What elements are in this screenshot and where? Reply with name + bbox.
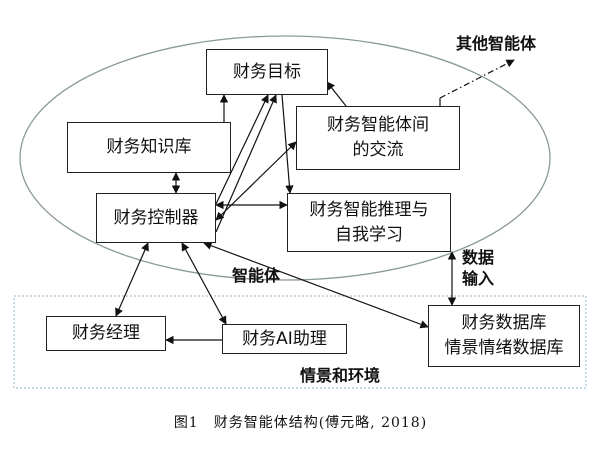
node-knowledge: 财务知识库 [67,122,231,173]
arrow-controller-manager [115,242,149,317]
arrow-controller-ai [181,242,227,325]
arrow-to-other-agents [439,59,515,99]
label-agent: 智能体 [232,266,281,285]
node-controller: 财务控制器 [96,193,216,243]
node-agent-comm: 财务智能体间 的交流 [296,106,460,170]
label-data-input: 数据 输入 [462,248,495,288]
arrow-controller-database [203,241,429,329]
label-environment: 情景和环境 [300,366,381,385]
label-other-agents: 其他智能体 [456,34,537,53]
node-database: 财务数据库 情景情绪数据库 [428,305,580,367]
arrow-goal-reasoning [281,94,294,194]
node-reasoning: 财务智能推理与 自我学习 [287,193,451,252]
figure-caption: 图1 财务智能体结构(傅元略, 2018) [173,415,428,431]
node-manager: 财务经理 [46,316,166,351]
arrow-comm-goal [326,81,347,107]
node-ai-assistant: 财务AI助理 [222,324,347,354]
node-goal: 财务目标 [206,49,328,95]
